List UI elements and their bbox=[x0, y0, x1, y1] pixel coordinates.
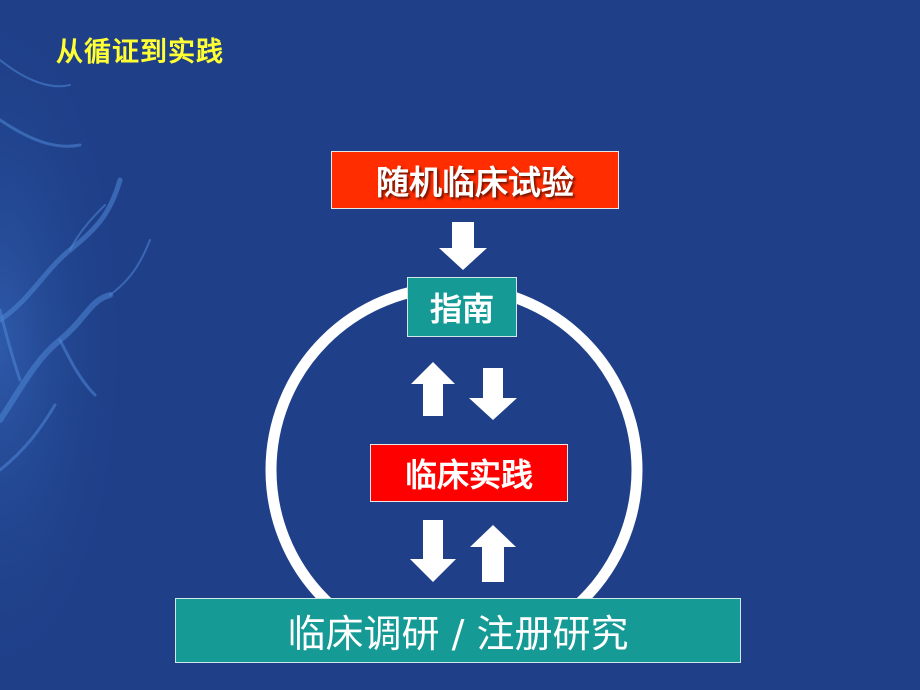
arrow-up-icon bbox=[470, 525, 516, 582]
box-clinical-practice: 临床实践 bbox=[370, 444, 568, 502]
box-guideline: 指南 bbox=[407, 277, 517, 337]
arrow-down-icon bbox=[439, 222, 487, 270]
arrow-down-icon bbox=[469, 368, 517, 420]
box-randomized-trial: 随机临床试验 bbox=[331, 151, 619, 209]
box-clinical-research: 临床调研 / 注册研究 bbox=[175, 598, 741, 663]
arrow-down-icon bbox=[410, 520, 456, 582]
slide-title: 从循证到实践 bbox=[56, 37, 224, 68]
arrow-up-icon bbox=[411, 362, 455, 416]
